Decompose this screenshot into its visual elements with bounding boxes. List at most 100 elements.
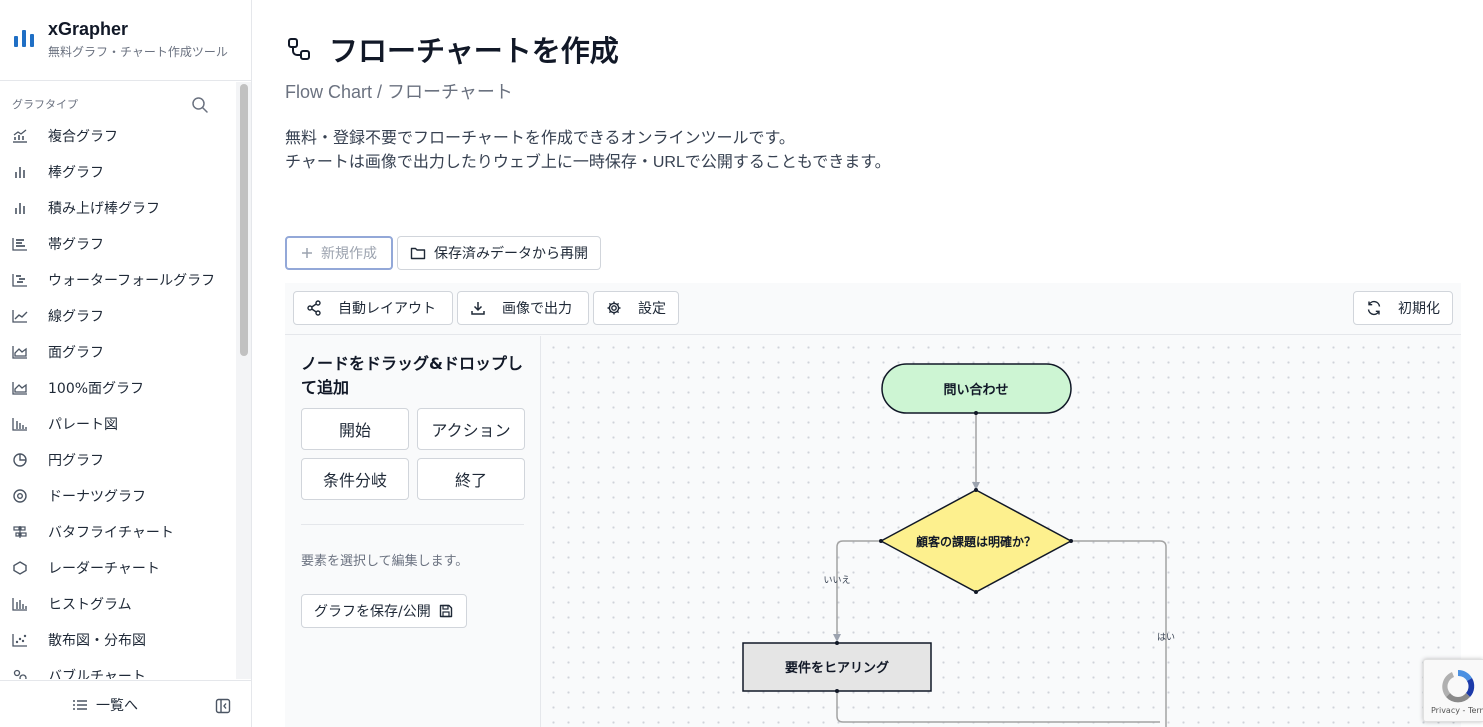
sidebar-item-label: 帯グラフ [48, 237, 104, 253]
start-node-label: 問い合わせ [943, 382, 1008, 398]
flow-node-decision[interactable]: 顧客の課題は明確か？ [879, 488, 1073, 594]
sidebar-item-label: 線グラフ [48, 309, 104, 325]
save-publish-label: グラフを保存/公開 [314, 604, 431, 620]
sidebar-scrollbar-thumb[interactable] [240, 84, 248, 356]
page-description: 無料・登録不要でフローチャートを作成できるオンラインツールです。 チャートは画像… [285, 127, 891, 175]
sidebar-item-label: 複合グラフ [48, 129, 118, 145]
palette-node-end[interactable]: 終了 [417, 458, 525, 500]
sidebar-item-label: バブルチャート [48, 669, 146, 679]
bubble-chart-icon [13, 669, 27, 679]
sidebar-item-label: バタフライチャート [48, 525, 174, 541]
palette-node-action[interactable]: アクション [417, 408, 525, 450]
node-handle[interactable] [879, 539, 883, 543]
description-line: チャートは画像で出力したりウェブ上に一時保存・URLで公開することもできます。 [285, 154, 891, 171]
settings-label: 設定 [638, 301, 666, 317]
sidebar-item-pareto-chart[interactable]: パレート図 [0, 406, 236, 442]
line-chart-icon [12, 310, 28, 323]
auto-layout-button[interactable]: 自動レイアウト [293, 291, 453, 325]
edge-yes[interactable]: はい [1071, 540, 1175, 727]
node-handle[interactable] [974, 488, 978, 492]
resume-saved-label: 保存済みデータから再開 [434, 246, 588, 262]
brand-header[interactable]: xGrapher 無料グラフ・チャート作成ツール [0, 0, 251, 81]
resume-saved-button[interactable]: 保存済みデータから再開 [397, 236, 601, 270]
sidebar-item-scatter-chart[interactable]: 散布図・分布図 [0, 622, 236, 658]
sidebar-item-stacked-bar-chart[interactable]: 積み上げ棒グラフ [0, 190, 236, 226]
sidebar-item-line-chart[interactable]: 線グラフ [0, 298, 236, 334]
sidebar-item-butterfly-chart[interactable]: バタフライチャート [0, 514, 236, 550]
action-node-label: 要件をヒアリング [785, 660, 889, 676]
sidebar-item-pie-chart[interactable]: 円グラフ [0, 442, 236, 478]
decision-node-label: 顧客の課題は明確か？ [916, 534, 1036, 549]
edge-label-no: いいえ [823, 575, 850, 586]
collapse-sidebar-icon[interactable] [215, 698, 231, 714]
refresh-icon [1367, 300, 1381, 316]
palette-heading: ノードをドラッグ&ドロップして追加 [301, 354, 523, 397]
back-to-list-label: 一覧へ [96, 698, 138, 714]
new-chart-button[interactable]: 新規作成 [285, 236, 393, 270]
brand-name: xGrapher [48, 19, 129, 39]
sidebar-item-label: 100%面グラフ [48, 381, 145, 397]
selection-hint: 要素を選択して編集します。 [301, 554, 469, 569]
sidebar-item-label: ウォーターフォールグラフ [48, 273, 216, 289]
sidebar-item-donut-chart[interactable]: ドーナツグラフ [0, 478, 236, 514]
node-handle[interactable] [1069, 539, 1073, 543]
flow-canvas[interactable]: いいえ はい 問い合わせ [542, 336, 1461, 727]
description-line: 無料・登録不要でフローチャートを作成できるオンラインツールです。 [285, 130, 795, 147]
sidebar-item-radar-chart[interactable]: レーダーチャート [0, 550, 236, 586]
search-icon[interactable] [191, 96, 209, 114]
stacked-bar-chart-icon [15, 203, 25, 214]
node-handle[interactable] [974, 590, 978, 594]
page-subtitle: Flow Chart / フローチャート [285, 82, 513, 102]
node-handle[interactable] [974, 411, 978, 415]
sidebar-item-combo-chart[interactable]: 複合グラフ [0, 118, 236, 154]
radar-chart-icon [13, 561, 27, 575]
palette-node-condition[interactable]: 条件分岐 [301, 458, 409, 500]
sidebar-item-percent-area-chart[interactable]: 100%面グラフ [0, 370, 236, 406]
sidebar-item-label: ドーナツグラフ [48, 489, 146, 505]
list-icon [73, 700, 87, 710]
logo-bar-chart-icon [14, 30, 34, 47]
recaptcha-badge[interactable]: Privacy - Terms [1423, 659, 1483, 722]
export-image-button[interactable]: 画像で出力 [457, 291, 589, 325]
new-chart-label: 新規作成 [321, 246, 377, 262]
sidebar-item-band-chart[interactable]: 帯グラフ [0, 226, 236, 262]
percent-area-chart-icon [12, 382, 27, 395]
edge-no[interactable]: いいえ [823, 540, 881, 642]
sidebar-scroll-area: グラフタイプ 複合グラフ 棒グラフ 積み上げ棒グラフ 帯グラフ ウォーターフォー… [0, 82, 251, 679]
folder-icon [410, 247, 426, 260]
save-icon [439, 604, 452, 618]
export-image-label: 画像で出力 [502, 301, 572, 317]
recaptcha-links[interactable]: Privacy - Terms [1431, 706, 1483, 715]
butterfly-chart-icon [13, 526, 27, 538]
node-handle[interactable] [835, 641, 839, 645]
combo-chart-icon [13, 129, 27, 143]
flow-node-start[interactable]: 問い合わせ [881, 363, 1072, 415]
sidebar-item-label: ヒストグラム [48, 597, 132, 613]
sidebar-item-bar-chart[interactable]: 棒グラフ [0, 154, 236, 190]
edge-action-down[interactable] [836, 693, 1160, 723]
save-publish-button[interactable]: グラフを保存/公開 [301, 594, 467, 628]
band-chart-icon [12, 238, 27, 251]
flow-node-action[interactable]: 要件をヒアリング [742, 641, 932, 693]
edge-label-yes: はい [1157, 632, 1175, 643]
sidebar-item-area-chart[interactable]: 面グラフ [0, 334, 236, 370]
flow-diagram: いいえ はい 問い合わせ [742, 363, 1175, 727]
node-palette: ノードをドラッグ&ドロップして追加 開始 アクション 条件分岐 終了 要素を選択… [285, 336, 541, 727]
bar-chart-icon [15, 167, 25, 178]
sidebar: xGrapher 無料グラフ・チャート作成ツール グラフタイプ 複合グラフ 棒グ… [0, 0, 252, 727]
sidebar-item-histogram[interactable]: ヒストグラム [0, 586, 236, 622]
gear-icon [607, 301, 621, 315]
palette-node-start[interactable]: 開始 [301, 408, 409, 450]
reset-button[interactable]: 初期化 [1353, 291, 1453, 325]
sidebar-item-waterfall-chart[interactable]: ウォーターフォールグラフ [0, 262, 236, 298]
sidebar-item-bubble-chart[interactable]: バブルチャート [0, 658, 236, 679]
back-to-list-button[interactable]: 一覧へ [72, 695, 138, 715]
settings-button[interactable]: 設定 [593, 291, 679, 325]
sidebar-item-label: 積み上げ棒グラフ [48, 201, 160, 217]
page-title: フローチャートを作成 [329, 34, 619, 68]
node-handle[interactable] [835, 689, 839, 693]
share-nodes-icon [307, 300, 321, 316]
download-icon [471, 302, 485, 315]
main-content: フローチャートを作成 Flow Chart / フローチャート 無料・登録不要で… [252, 0, 1483, 727]
